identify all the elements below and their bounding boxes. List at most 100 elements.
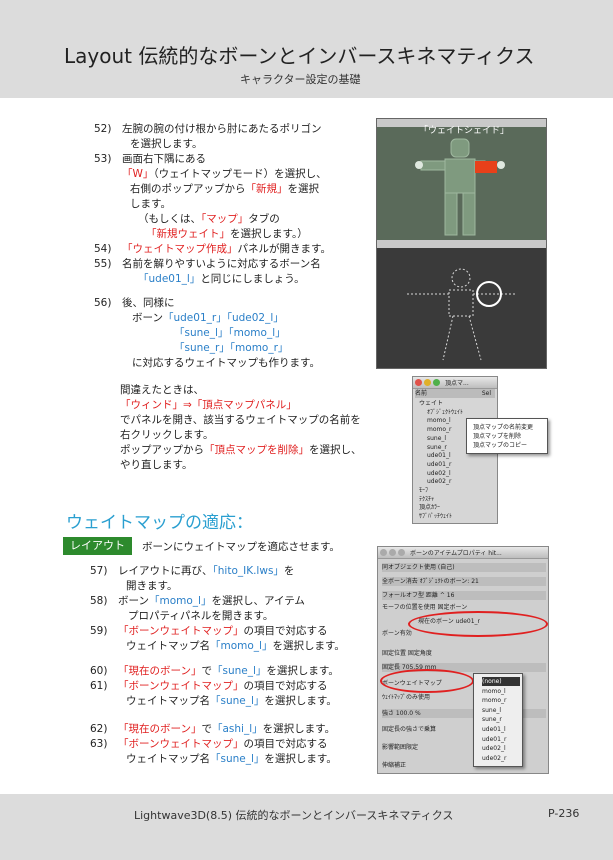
step-number: 55) bbox=[94, 258, 112, 270]
step-text: 名前を解りやすいように対応するボーン名 bbox=[122, 258, 321, 270]
step-text: 画面右下隅にある bbox=[122, 153, 206, 165]
step-text: 「現在のボーン」で「sune_l」を選択します。 bbox=[118, 665, 339, 677]
current-bone-highlight bbox=[408, 611, 548, 637]
step-text: 後、同様に bbox=[122, 297, 175, 309]
vertex-map-item[interactable]: momo_l bbox=[427, 417, 451, 425]
bone-property-row[interactable]: 同オブジェクト使用 (自己) bbox=[382, 563, 546, 572]
step-text: ウェイトマップ名「momo_l」を選択します。 bbox=[126, 640, 345, 652]
viewport-bottom-bar bbox=[377, 240, 546, 248]
step-text: します。 bbox=[130, 198, 171, 210]
page-title: Layout 伝統的なボーンとインバースキネマティクス bbox=[64, 44, 535, 68]
weight-map-option[interactable]: ude02_r bbox=[482, 754, 507, 762]
vertex-map-item[interactable]: sune_l bbox=[427, 434, 447, 442]
bone-properties-title: ボーンのアイテムプロパティ hit... bbox=[410, 550, 502, 557]
vertex-map-item[interactable]: momo_r bbox=[427, 426, 452, 434]
bone-properties-titlebar: ボーンのアイテムプロパティ hit... bbox=[378, 547, 548, 559]
bone-property-row[interactable]: 伸縮補正 bbox=[382, 762, 407, 769]
footer-text: Lightwave3D(8.5) 伝統的なボーンとインバースキネマティクス bbox=[134, 809, 454, 822]
vertex-map-item[interactable]: ｻﾌﾞﾊﾟｯﾁｳｪｲﾄ bbox=[419, 513, 453, 521]
step-text: を選択します。 bbox=[130, 138, 203, 150]
step-text: 右側のポップアップから「新規」を選択 bbox=[130, 183, 319, 195]
note-line: 「ウィンド」⇒「頂点マップパネル」 bbox=[120, 399, 297, 411]
step-number: 54) bbox=[94, 243, 112, 255]
weight-map-option[interactable]: (none) bbox=[482, 677, 520, 686]
step-number: 63) bbox=[90, 738, 108, 750]
bone-property-row[interactable]: 固定長 705.59 mm bbox=[382, 663, 546, 672]
context-menu-item[interactable]: 頂点マップを削除 bbox=[473, 433, 522, 440]
vertex-map-item[interactable]: ｵﾌﾞｼﾞｪｸﾄｳｪｲﾄ bbox=[427, 408, 464, 416]
vertex-map-item[interactable]: ude02_r bbox=[427, 478, 452, 486]
bone-property-row[interactable]: ｳｪｲﾄﾏｯﾌﾟのみ使用 bbox=[382, 694, 431, 701]
step-number: 59) bbox=[90, 625, 108, 637]
zoom-icon[interactable] bbox=[398, 549, 405, 556]
step-text: 開きます。 bbox=[126, 580, 178, 592]
weight-map-option[interactable]: ude02_l bbox=[482, 745, 506, 753]
step-text: 左腕の腕の付け根から肘にあたるポリゴン bbox=[122, 123, 322, 135]
step-text: ボーン「momo_l」を選択し、アイテム bbox=[118, 595, 305, 607]
close-icon[interactable] bbox=[415, 379, 422, 386]
step-text: 「現在のボーン」で「ashi_l」を選択します。 bbox=[118, 723, 336, 735]
step-text: プロパティパネルを開きます。 bbox=[128, 610, 274, 622]
context-menu-item[interactable]: 頂点マップのコピー bbox=[473, 442, 528, 449]
step-text: に対応するウェイトマップも作ります。 bbox=[132, 357, 320, 369]
step-text: 「sune_l」「momo_l」 bbox=[174, 327, 286, 339]
perspective-viewport bbox=[377, 127, 546, 240]
section-intro: ボーンにウェイトマップを適応させます。 bbox=[142, 541, 340, 553]
bone-property-row[interactable]: 影響範囲限定 bbox=[382, 744, 419, 751]
bone-property-row[interactable]: モーフの位置を使用 固定ボーン bbox=[382, 604, 468, 611]
bone-property-row[interactable]: 固定位置 固定角度 bbox=[382, 650, 432, 657]
context-menu-item[interactable]: 頂点マップの名前変更 bbox=[473, 424, 534, 431]
weight-map-option[interactable]: momo_r bbox=[482, 697, 507, 705]
bone-property-row[interactable]: フォールオフ型 距離 ^ 16 bbox=[382, 591, 546, 600]
bone-property-row[interactable]: 固定長の強さで乗算 bbox=[382, 726, 437, 733]
step-text: （もしくは、「マップ」タブの bbox=[138, 213, 280, 225]
vertex-map-title: 頂点マ... bbox=[445, 380, 469, 387]
vertex-map-item[interactable]: ude02_l bbox=[427, 469, 451, 477]
weighted-arm-highlight bbox=[475, 161, 497, 173]
note-line: 間違えたときは、 bbox=[120, 384, 204, 396]
vertex-map-item[interactable]: ﾓｰﾌ bbox=[419, 487, 429, 494]
vertex-map-item[interactable]: ude01_l bbox=[427, 452, 451, 460]
step-number: 58) bbox=[90, 595, 108, 607]
step-text: 「新規ウェイト」を選択します。） bbox=[146, 228, 308, 240]
step-text: 「ウェイトマップ作成」パネルが開きます。 bbox=[122, 243, 331, 255]
step-text: ウェイトマップ名「sune_l」を選択します。 bbox=[126, 753, 337, 765]
note-line: ポップアップから「頂点マップを削除」を選択し、 bbox=[120, 444, 362, 456]
bone-property-row[interactable]: 強さ 100.0 % bbox=[382, 709, 546, 718]
zoom-icon[interactable] bbox=[433, 379, 440, 386]
header-band bbox=[0, 0, 613, 98]
vertex-map-item[interactable]: ude01_r bbox=[427, 460, 452, 468]
vertex-map-item[interactable]: ウェイト bbox=[419, 400, 444, 407]
close-icon[interactable] bbox=[380, 549, 387, 556]
note-line: 右クリックします。 bbox=[120, 429, 214, 441]
weight-shade-screenshot: 「ウェイトシェイド」 bbox=[376, 118, 547, 369]
page-number: P-236 bbox=[548, 807, 580, 820]
step-text: 「sune_r」「momo_r」 bbox=[174, 342, 289, 354]
vertex-map-item[interactable]: ﾃｸｽﾁｬ bbox=[419, 495, 435, 503]
bone-properties-panel: ボーンのアイテムプロパティ hit... 同オブジェクト使用 (自己) 全ボーン消… bbox=[377, 546, 549, 774]
step-text: 「ボーンウェイトマップ」の項目で対応する bbox=[118, 680, 328, 692]
weight-map-option[interactable]: ude01_r bbox=[482, 735, 507, 743]
front-viewport bbox=[377, 248, 546, 368]
col-sel: Sel bbox=[481, 390, 491, 397]
weight-map-option[interactable]: momo_l bbox=[482, 687, 506, 695]
weight-map-option[interactable]: sune_r bbox=[482, 716, 502, 724]
character-perspective-figure bbox=[415, 138, 505, 236]
step-text: 「ボーンウェイトマップ」の項目で対応する bbox=[118, 625, 328, 637]
minimize-icon[interactable] bbox=[389, 549, 396, 556]
minimize-icon[interactable] bbox=[424, 379, 431, 386]
vertex-map-titlebar: 頂点マ... bbox=[413, 377, 497, 389]
step-text: 「ボーンウェイトマップ」の項目で対応する bbox=[118, 738, 328, 750]
note-line: でパネルを開き、該当するウェイトマップの名前を bbox=[120, 414, 361, 426]
vertex-map-item[interactable]: sune_r bbox=[427, 443, 447, 451]
weight-map-option[interactable]: ude01_l bbox=[482, 726, 506, 733]
character-front-figure bbox=[407, 268, 517, 361]
weight-map-option[interactable]: sune_l bbox=[482, 706, 502, 714]
bone-property-row[interactable]: 全ボーン消去 ｵﾌﾞｼﾞｪｸﾄのボーン: 21 bbox=[382, 577, 546, 586]
bone-property-row[interactable]: ボーン有効 bbox=[382, 630, 412, 637]
step-number: 62) bbox=[90, 723, 108, 735]
step-text: 「W」（ウェイトマップモード）を選択し、 bbox=[122, 168, 327, 180]
vertex-map-item[interactable]: 頂点ｶﾗｰ bbox=[419, 504, 441, 512]
